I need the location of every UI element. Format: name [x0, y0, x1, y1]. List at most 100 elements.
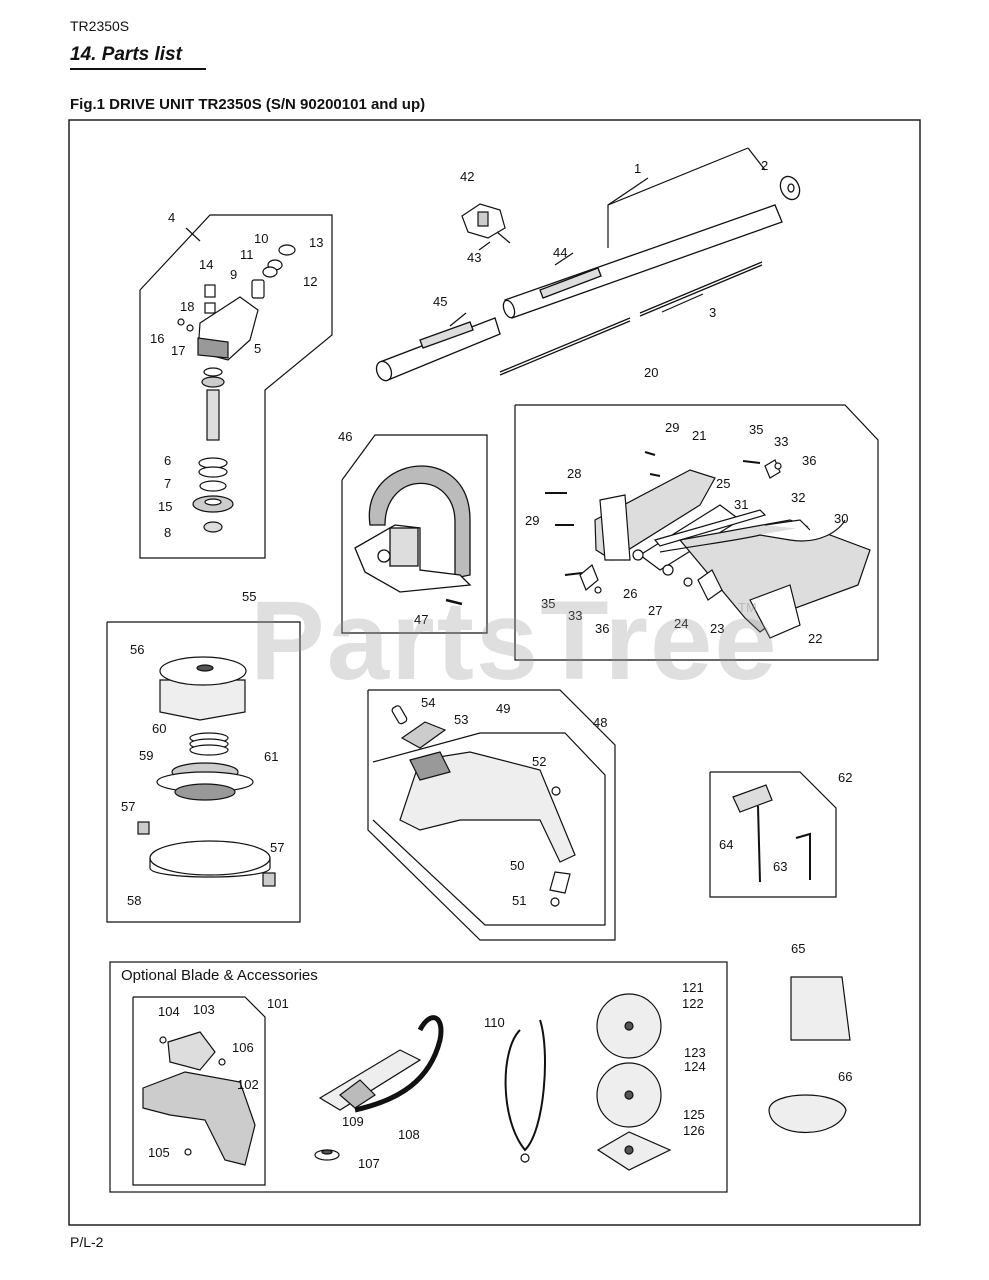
callout-105: 105	[148, 1145, 170, 1160]
callout-36-lower: 36	[595, 621, 609, 636]
watermark-trademark: TM	[738, 600, 757, 615]
callout-50: 50	[510, 858, 524, 873]
callout-124: 124	[684, 1059, 706, 1074]
callout-47: 47	[414, 612, 428, 627]
section-title: 14. Parts list	[70, 44, 182, 65]
callout-48: 48	[593, 715, 607, 730]
callout-29-lower: 29	[525, 513, 539, 528]
callout-57-left: 57	[121, 799, 135, 814]
callout-1: 1	[634, 161, 641, 176]
callout-32: 32	[791, 490, 805, 505]
callout-44: 44	[553, 245, 567, 260]
callout-30: 30	[834, 511, 848, 526]
guard-assembly	[391, 705, 576, 907]
callout-42: 42	[460, 169, 474, 184]
callout-46: 46	[338, 429, 352, 444]
shaft-clamp-42	[461, 203, 511, 244]
callout-58: 58	[127, 893, 141, 908]
callout-23: 23	[710, 621, 724, 636]
callout-121: 121	[682, 980, 704, 995]
gear-head-group-outline	[139, 214, 333, 559]
figure-frame	[68, 119, 921, 1226]
callout-53: 53	[454, 712, 468, 727]
section-title-underline	[70, 68, 206, 70]
tools-kit	[732, 784, 811, 883]
callout-13: 13	[309, 235, 323, 250]
callout-55: 55	[242, 589, 256, 604]
optional-accessories	[142, 976, 851, 1171]
callout-54: 54	[421, 695, 435, 710]
loop-handle-group-outline	[341, 434, 488, 634]
figure-title: Fig.1 DRIVE UNIT TR2350S (S/N 90200101 a…	[70, 96, 426, 113]
callout-3: 3	[709, 305, 716, 320]
callout-123: 123	[684, 1045, 706, 1060]
callout-62: 62	[838, 770, 852, 785]
callout-57-right: 57	[270, 840, 284, 855]
gear-head-assembly	[177, 244, 296, 533]
callout-49: 49	[496, 701, 510, 716]
callout-43: 43	[467, 250, 481, 265]
callout-35-lower: 35	[541, 596, 555, 611]
callout-29-upper: 29	[665, 420, 679, 435]
callout-63: 63	[773, 859, 787, 874]
guard-inner-group-outline	[372, 732, 606, 926]
callout-106: 106	[232, 1040, 254, 1055]
callout-2: 2	[761, 158, 768, 173]
loop-handle-46	[354, 465, 472, 606]
callout-22: 22	[808, 631, 822, 646]
callout-25: 25	[716, 476, 730, 491]
callout-103: 103	[193, 1002, 215, 1017]
callout-14: 14	[199, 257, 213, 272]
callout-64: 64	[719, 837, 733, 852]
callout-108: 108	[398, 1127, 420, 1142]
callout-15: 15	[158, 499, 172, 514]
callout-9: 9	[230, 267, 237, 282]
optional-accessories-frame	[109, 961, 728, 1193]
callout-56: 56	[130, 642, 144, 657]
callout-21: 21	[692, 428, 706, 443]
callout-33-lower: 33	[568, 608, 582, 623]
drive-shaft-assembly	[375, 175, 801, 382]
callout-107: 107	[358, 1156, 380, 1171]
callout-8: 8	[164, 525, 171, 540]
callout-65: 65	[791, 941, 805, 956]
callout-110: 110	[484, 1015, 505, 1030]
document-model-header: TR2350S	[70, 18, 130, 34]
callout-125: 125	[683, 1107, 705, 1122]
callout-122: 122	[682, 996, 704, 1011]
optional-accessories-heading: Optional Blade & Accessories	[121, 967, 318, 984]
callout-35-upper: 35	[749, 422, 763, 437]
callout-20: 20	[644, 365, 658, 380]
trimmer-head-group-outline	[106, 621, 301, 923]
callout-27: 27	[648, 603, 662, 618]
page-number: P/L-2	[70, 1234, 104, 1250]
callout-104: 104	[158, 1004, 180, 1019]
guard-group-outline	[367, 689, 616, 941]
callout-109: 109	[342, 1114, 364, 1129]
tools-group-outline	[709, 771, 837, 898]
callout-10: 10	[254, 231, 268, 246]
callout-45: 45	[433, 294, 447, 309]
callout-36-upper: 36	[802, 453, 816, 468]
callout-102: 102	[237, 1077, 259, 1092]
trimmer-head-assembly	[137, 656, 276, 887]
callout-26: 26	[623, 586, 637, 601]
callout-126: 126	[683, 1123, 705, 1138]
watermark-text: PartsTree	[250, 578, 779, 703]
rear-handle-assembly	[545, 451, 871, 639]
callout-4: 4	[168, 210, 175, 225]
callout-6: 6	[164, 453, 171, 468]
callout-66: 66	[838, 1069, 852, 1084]
callout-101: 101	[267, 996, 289, 1011]
callout-5: 5	[254, 341, 261, 356]
callout-18: 18	[180, 299, 194, 314]
callout-31: 31	[734, 497, 748, 512]
callout-60: 60	[152, 721, 166, 736]
callout-61: 61	[264, 749, 278, 764]
callout-52: 52	[532, 754, 546, 769]
callout-17: 17	[171, 343, 185, 358]
callout-24: 24	[674, 616, 688, 631]
handle-group-outline	[514, 404, 879, 661]
callout-16: 16	[150, 331, 164, 346]
